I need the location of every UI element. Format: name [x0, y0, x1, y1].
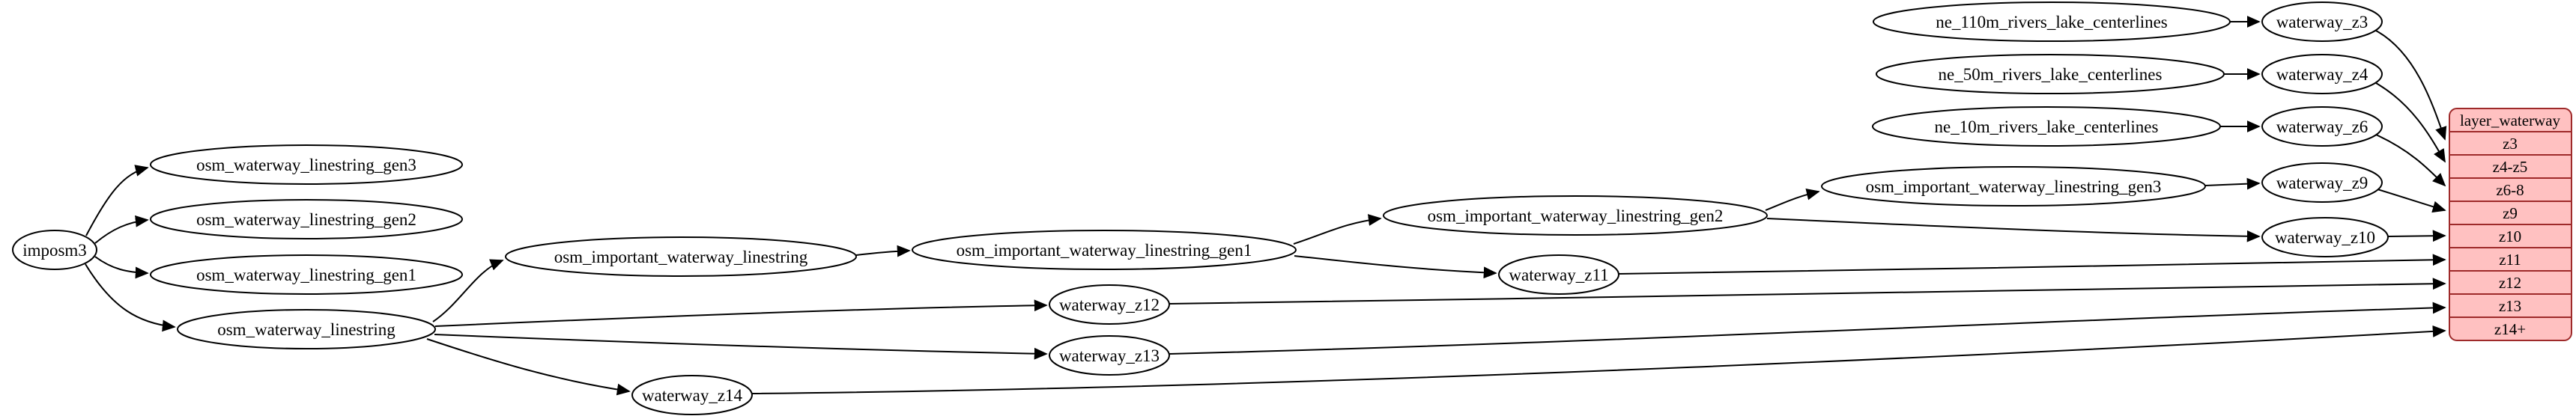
node-osm_waterway_linestring: osm_waterway_linestring: [177, 309, 436, 349]
edge-waterway_z4-to-layer-z4-z5: [2375, 82, 2446, 163]
node-label: waterway_z9: [2276, 174, 2369, 192]
node-osm_important_waterway_linestring: osm_important_waterway_linestring: [505, 236, 857, 277]
edge-imposm3-to-osm_waterway_linestring_gen2: [94, 215, 149, 244]
edge-osm_waterway_linestring-to-waterway_z14: [426, 338, 631, 396]
node-osm_waterway_linestring_gen2: osm_waterway_linestring_gen2: [150, 199, 463, 239]
edge-osm_important_waterway_linestring-to-gen1: [855, 245, 911, 257]
node-layer_waterway: layer_waterway z3 z4-z5 z6-8 z9 z10 z11 …: [2449, 108, 2572, 341]
node-label: waterway_z4: [2276, 65, 2369, 84]
node-label: osm_important_waterway_linestring_gen1: [957, 241, 1252, 260]
layer-row-z10: z10: [2499, 227, 2521, 245]
edge-gen3-to-waterway_z9: [2204, 177, 2261, 190]
node-label: waterway_z12: [1059, 296, 1160, 314]
layer-row-z11: z11: [2499, 251, 2521, 269]
layer-row-z13: z13: [2499, 297, 2521, 315]
node-osm_important_waterway_linestring_gen3: osm_important_waterway_linestring_gen3: [1821, 166, 2206, 207]
layer-row-z4-z5: z4-z5: [2493, 158, 2528, 176]
node-ne_110m_rivers_lake_centerlines: ne_110m_rivers_lake_centerlines: [1873, 1, 2231, 42]
edge-gen2-to-gen3: [1765, 188, 1820, 211]
node-ne_50m_rivers_lake_centerlines: ne_50m_rivers_lake_centerlines: [1876, 54, 2225, 94]
node-label: ne_110m_rivers_lake_centerlines: [1936, 13, 2168, 31]
layer-row-z9: z9: [2503, 204, 2518, 222]
node-label: waterway_z6: [2276, 117, 2369, 136]
layer-row-z14plus: z14+: [2494, 320, 2526, 338]
layer-row-z3: z3: [2503, 135, 2518, 153]
edge-imposm3-to-osm_waterway_linestring: [85, 263, 176, 332]
layer-row-z6-8: z6-8: [2496, 181, 2524, 199]
node-waterway_z13: waterway_z13: [1049, 335, 1170, 376]
edge-osm_waterway_linestring-to-waterway_z13: [434, 334, 1048, 360]
edge-gen2-to-waterway_z10: [1766, 218, 2261, 242]
node-label: waterway_z10: [2275, 228, 2375, 247]
edge-waterway_z14-to-layer-z14plus: [751, 325, 2446, 394]
node-waterway_z9: waterway_z9: [2261, 162, 2383, 203]
edge-gen1-to-gen2: [1293, 214, 1382, 245]
edge-gen1-to-waterway_z11: [1294, 255, 1497, 279]
node-label: ne_50m_rivers_lake_centerlines: [1939, 65, 2163, 84]
node-label: osm_important_waterway_linestring: [554, 248, 808, 266]
node-label: imposm3: [22, 241, 87, 260]
node-waterway_z11: waterway_z11: [1498, 254, 1619, 295]
node-label: osm_important_waterway_linestring_gen2: [1428, 207, 1724, 225]
edge-waterway_z9-to-layer-z9: [2377, 189, 2446, 213]
node-waterway_z12: waterway_z12: [1049, 284, 1170, 325]
node-label: osm_waterway_linestring: [217, 320, 396, 339]
node-label: waterway_z13: [1059, 346, 1160, 365]
node-ne_10m_rivers_lake_centerlines: ne_10m_rivers_lake_centerlines: [1872, 106, 2221, 147]
edge-imposm3-to-osm_waterway_linestring_gen1: [94, 256, 149, 279]
node-waterway_z10: waterway_z10: [2261, 217, 2389, 257]
node-imposm3: imposm3: [12, 230, 97, 270]
node-label: waterway_z3: [2276, 13, 2369, 31]
edge-waterway_z12-to-layer-z12: [1169, 278, 2446, 305]
node-label: osm_important_waterway_linestring_gen3: [1866, 177, 2162, 196]
layer-title: layer_waterway: [2460, 111, 2561, 129]
node-waterway_z6: waterway_z6: [2261, 106, 2383, 147]
node-label: waterway_z14: [642, 386, 743, 405]
node-label: ne_10m_rivers_lake_centerlines: [1935, 117, 2159, 136]
edges: [85, 16, 2447, 396]
edge-osm_waterway_linestring-to-waterway_z12: [434, 299, 1048, 327]
node-osm_waterway_linestring_gen1: osm_waterway_linestring_gen1: [150, 254, 463, 295]
node-osm_waterway_linestring_gen3: osm_waterway_linestring_gen3: [150, 144, 463, 185]
node-label: osm_waterway_linestring_gen1: [196, 266, 416, 284]
edge-osm_waterway_linestring-to-osm_important_waterway_linestring: [432, 259, 504, 322]
edge-imposm3-to-osm_waterway_linestring_gen3: [85, 165, 149, 236]
node-label: osm_waterway_linestring_gen3: [196, 156, 416, 174]
edge-waterway_z13-to-layer-z13: [1169, 302, 2446, 355]
node-waterway_z4: waterway_z4: [2261, 54, 2383, 94]
node-osm_important_waterway_linestring_gen1: osm_important_waterway_linestring_gen1: [912, 230, 1297, 270]
node-osm_important_waterway_linestring_gen2: osm_important_waterway_linestring_gen2: [1383, 195, 1768, 236]
edge-waterway_z11-to-layer-z11: [1618, 254, 2446, 275]
node-waterway_z3: waterway_z3: [2261, 1, 2383, 42]
node-label: waterway_z11: [1509, 266, 1608, 284]
layer-row-z12: z12: [2499, 274, 2521, 292]
edge-waterway_z6-to-layer-z6-8: [2375, 134, 2446, 187]
node-label: osm_waterway_linestring_gen2: [196, 210, 416, 229]
edge-waterway_z3-to-layer-z3: [2375, 30, 2447, 141]
node-waterway_z14: waterway_z14: [631, 375, 753, 415]
